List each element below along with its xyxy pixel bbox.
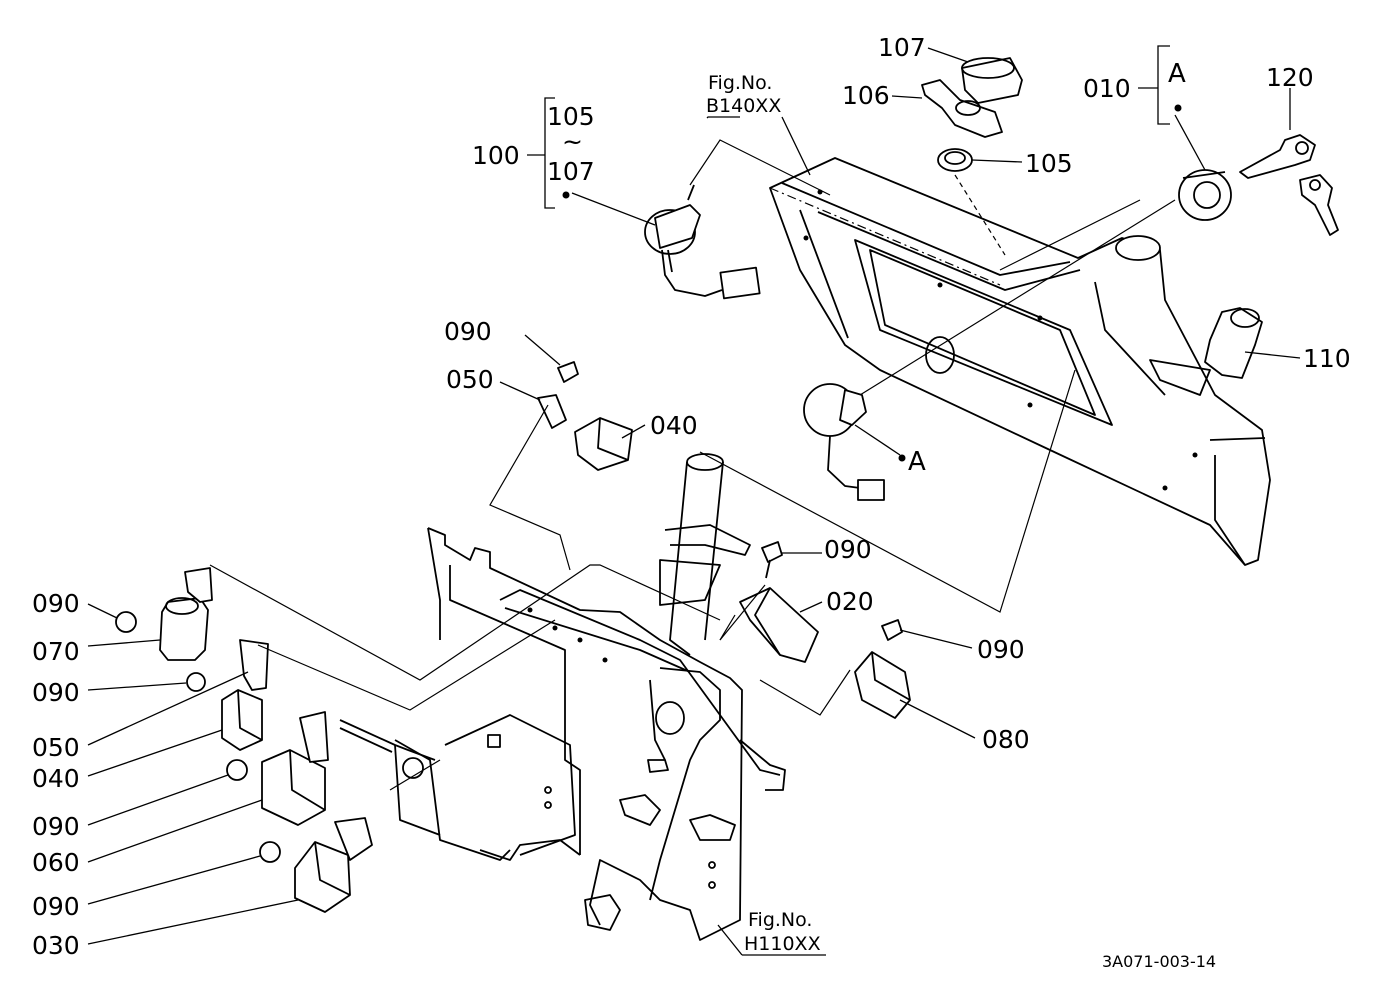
unit-080 — [854, 651, 911, 719]
clip-050-top — [537, 394, 567, 429]
bracket-010 — [1138, 45, 1170, 125]
label-080: 080 — [982, 725, 1030, 754]
plate-050-left — [239, 639, 269, 691]
ref-dot-010 — [1174, 104, 1182, 112]
label-a-bracket: A — [1168, 59, 1186, 89]
tilde-mark: ~ — [562, 127, 583, 156]
fig-ref-top-line1: Fig.No. — [708, 72, 772, 94]
label-090-left2: 090 — [32, 678, 80, 707]
label-105-bracket: 105 — [547, 102, 595, 131]
assembly-lines — [209, 139, 1176, 791]
ref-dot-a — [898, 454, 906, 462]
label-110: 110 — [1303, 344, 1351, 373]
bracket-100 — [527, 97, 555, 209]
callout-labels: 010 A 120 110 A 107 106 105 Fig.No. B140… — [32, 33, 1351, 971]
lever-106 — [921, 79, 1003, 138]
key-switch-010 — [1178, 169, 1232, 221]
label-120: 120 — [1266, 63, 1314, 92]
label-040-left: 040 — [32, 764, 80, 793]
label-010: 010 — [1083, 74, 1131, 103]
label-090-left1: 090 — [32, 589, 80, 618]
label-020: 020 — [826, 587, 874, 616]
label-050-top: 050 — [446, 365, 494, 394]
horn-switch — [803, 383, 885, 501]
label-a-switch: A — [908, 447, 926, 477]
label-070: 070 — [32, 637, 80, 666]
flasher-040-left — [221, 689, 263, 751]
bolt-090-left4 — [259, 841, 281, 863]
label-100: 100 — [472, 141, 520, 170]
label-107: 107 — [878, 33, 926, 62]
label-090-right: 090 — [977, 635, 1025, 664]
fig-ref-bottom-line1: Fig.No. — [748, 909, 812, 931]
main-frame — [339, 527, 786, 941]
label-106: 106 — [842, 81, 890, 110]
flasher-unit-040-top — [574, 417, 633, 471]
fig-ref-top-line2: B140XX — [706, 95, 781, 117]
knob-107 — [961, 57, 1023, 104]
ref-dot-100 — [562, 191, 570, 199]
label-040-top: 040 — [650, 411, 698, 440]
switch-110 — [1204, 307, 1263, 379]
starter-switch-100 — [644, 184, 761, 300]
bolt-090-mid — [761, 541, 783, 579]
label-107-bracket: 107 — [547, 157, 595, 186]
label-090-left3: 090 — [32, 812, 80, 841]
label-090-mid: 090 — [824, 535, 872, 564]
fig-ref-bottom-line2: H110XX — [744, 933, 821, 955]
relay-020 — [739, 587, 819, 663]
bolt-090-right — [881, 619, 903, 641]
bolt-090-left2 — [186, 672, 206, 692]
leader-lines — [87, 47, 1301, 956]
key-120 — [1239, 134, 1339, 236]
label-090-left4: 090 — [32, 892, 80, 921]
relay-030 — [294, 817, 373, 913]
bolt-090-left3 — [226, 759, 248, 781]
label-090-top: 090 — [444, 317, 492, 346]
label-105: 105 — [1025, 149, 1073, 178]
nut-105 — [937, 148, 973, 172]
dashboard-panel — [769, 157, 1271, 566]
bolt-090-left1 — [115, 611, 137, 633]
buzzer-070 — [159, 567, 213, 661]
label-050-left: 050 — [32, 733, 80, 762]
steering-column — [659, 453, 751, 656]
drawing-code: 3A071-003-14 — [1102, 952, 1216, 971]
relay-060 — [261, 711, 329, 826]
label-030: 030 — [32, 931, 80, 960]
label-060: 060 — [32, 848, 80, 877]
bolt-090-top — [557, 361, 579, 383]
